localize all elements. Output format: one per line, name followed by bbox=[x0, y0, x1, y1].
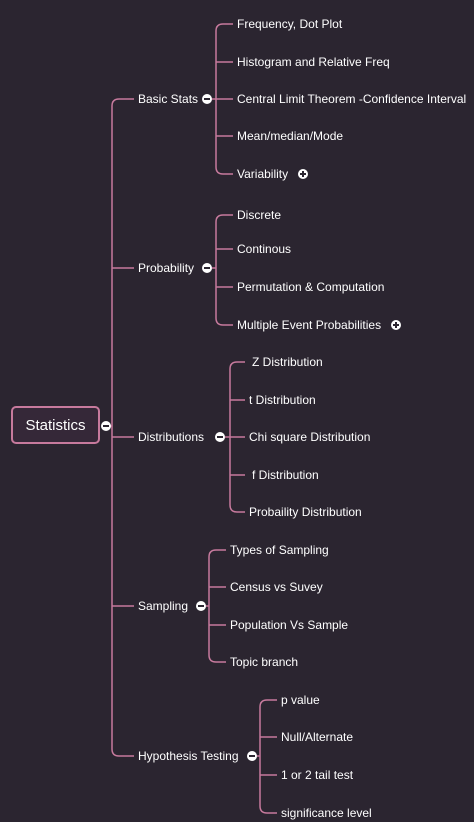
topic-histogram[interactable]: Histogram and Relative Freq bbox=[237, 55, 390, 69]
topic-t-distribution[interactable]: t Distribution bbox=[249, 393, 316, 407]
connector-group-spine bbox=[259, 699, 268, 814]
basic-stats-collapse-toggle[interactable] bbox=[202, 94, 212, 104]
topic-probaility-distribution[interactable]: Probaility Distribution bbox=[249, 505, 362, 519]
multiple-event-expand-toggle[interactable] bbox=[391, 320, 401, 330]
connector-trunk bbox=[111, 98, 120, 757]
branch-basic-stats[interactable]: Basic Stats bbox=[138, 92, 199, 106]
branch-distributions[interactable]: Distributions bbox=[138, 430, 205, 444]
root-topic-label: Statistics bbox=[25, 416, 86, 434]
topic-variability[interactable]: Variability bbox=[237, 167, 289, 181]
topic-null-alternate[interactable]: Null/Alternate bbox=[281, 730, 354, 744]
topic-chi-square-distribution[interactable]: Chi square Distribution bbox=[249, 430, 371, 444]
topic-continous[interactable]: Continous bbox=[237, 242, 292, 256]
hypothesis-testing-collapse-toggle[interactable] bbox=[247, 751, 257, 761]
distributions-collapse-toggle[interactable] bbox=[215, 432, 225, 442]
topic-tail-test[interactable]: 1 or 2 tail test bbox=[281, 768, 354, 782]
probability-collapse-toggle[interactable] bbox=[202, 263, 212, 273]
connector-group-spine bbox=[215, 214, 224, 326]
topic-multiple-event-probabilities[interactable]: Multiple Event Probabilities bbox=[237, 318, 382, 332]
root-topic[interactable]: Statistics bbox=[11, 406, 100, 444]
topic-permutation[interactable]: Permutation & Computation bbox=[237, 280, 385, 294]
branch-probability[interactable]: Probability bbox=[138, 261, 195, 275]
topic-significance-level[interactable]: significance level bbox=[281, 806, 372, 820]
topic-branch[interactable]: Topic branch bbox=[230, 655, 299, 669]
topic-mean-median-mode[interactable]: Mean/median/Mode bbox=[237, 129, 344, 143]
branch-hypothesis-testing[interactable]: Hypothesis Testing bbox=[138, 749, 239, 763]
connector-group-spine bbox=[208, 549, 217, 663]
branch-sampling[interactable]: Sampling bbox=[138, 599, 189, 613]
topic-p-value[interactable]: p value bbox=[281, 693, 320, 707]
sampling-collapse-toggle[interactable] bbox=[196, 601, 206, 611]
topic-population-vs-sample[interactable]: Population Vs Sample bbox=[230, 618, 349, 632]
topic-discrete[interactable]: Discrete bbox=[237, 208, 282, 222]
topic-z-distribution[interactable]: Z Distribution bbox=[252, 355, 323, 369]
topic-types-of-sampling[interactable]: Types of Sampling bbox=[230, 543, 329, 557]
topic-f-distribution[interactable]: f Distribution bbox=[252, 468, 319, 482]
topic-central-limit-theorem[interactable]: Central Limit Theorem -Confidence Interv… bbox=[237, 92, 467, 106]
variability-expand-toggle[interactable] bbox=[298, 169, 308, 179]
topic-census-vs-survey[interactable]: Census vs Suvey bbox=[230, 580, 323, 594]
topic-frequency-dot-plot[interactable]: Frequency, Dot Plot bbox=[237, 17, 343, 31]
root-collapse-toggle[interactable] bbox=[101, 421, 111, 431]
